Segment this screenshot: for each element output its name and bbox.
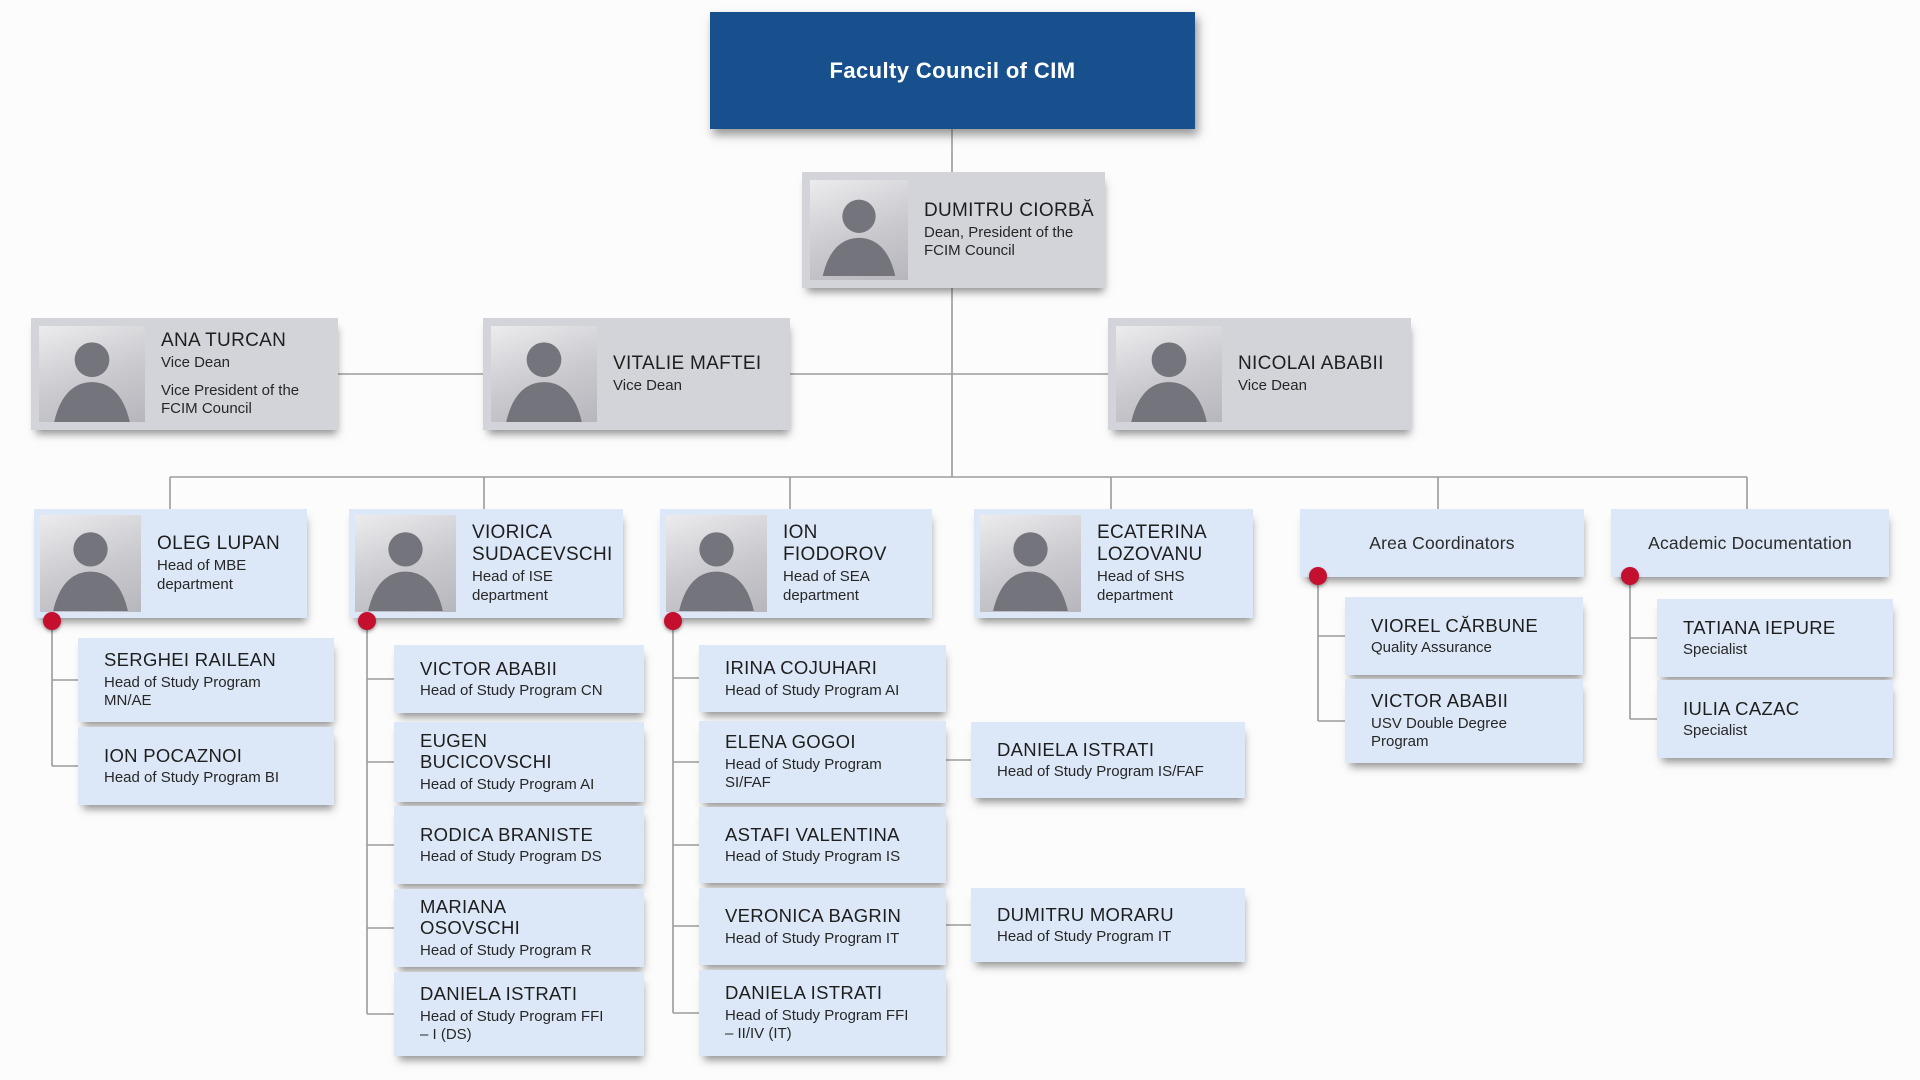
card-vice-dean-1: ANA TURCAN Vice Dean Vice President of t…: [31, 318, 338, 430]
connector-dot-mbe: [43, 612, 61, 630]
person-name: VIOREL CĂRBUNE: [1371, 614, 1538, 636]
card-member: DANIELA ISTRATI Head of Study Program IS…: [971, 722, 1245, 798]
faculty-council-title: Faculty Council of CIM: [829, 57, 1076, 83]
person-name: SERGHEI RAILEAN: [104, 649, 277, 671]
card-unit-area-coordinators: Area Coordinators: [1300, 509, 1584, 577]
person-name: ION POCAZNOI: [104, 744, 243, 766]
card-member: IULIA CAZAC Specialist: [1657, 680, 1893, 758]
card-unit-academic-documentation: Academic Documentation: [1611, 509, 1889, 577]
person-role-2: Vice President of the FCIM Council: [161, 381, 300, 418]
card-member: SERGHEI RAILEAN Head of Study Program MN…: [78, 638, 334, 722]
card-member: DUMITRU MORARU Head of Study Program IT: [971, 888, 1245, 962]
head-sea-portrait: [666, 515, 767, 612]
person-role: Head of Study Program AI: [725, 681, 900, 699]
card-member: EUGEN BUCICOVSCHI Head of Study Program …: [394, 722, 644, 802]
card-member: ELENA GOGOI Head of Study Program SI/FAF: [699, 721, 946, 803]
person-role: Head of Study Program BI: [104, 769, 280, 787]
vice-dean-3-portrait: [1116, 326, 1222, 422]
card-head-shs: ECATERINA LOZOVANU Head of SHS departmen…: [974, 509, 1253, 618]
card-head-sea: ION FIODOROV Head of SEA department: [660, 509, 932, 618]
person-role: Quality Assurance: [1371, 639, 1492, 657]
connector-dot-academic-documentation: [1621, 567, 1639, 585]
person-role: USV Double Degree Program: [1371, 714, 1507, 751]
person-name: DANIELA ISTRATI: [725, 982, 883, 1004]
card-member: VICTOR ABABII USV Double Degree Program: [1345, 679, 1583, 763]
connector-dot-area-coordinators: [1309, 567, 1327, 585]
person-role: Head of Study Program FFI – II/IV (IT): [725, 1006, 909, 1043]
person-role: Head of Study Program IT: [725, 929, 900, 947]
person-name: OLEG LUPAN: [157, 533, 281, 555]
person-name: ASTAFI VALENTINA: [725, 823, 900, 845]
card-dean: DUMITRU CIORBĂ Dean, President of the FC…: [802, 172, 1105, 288]
faculty-council-box: Faculty Council of CIM: [710, 12, 1195, 129]
card-head-mbe: OLEG LUPAN Head of MBE department: [34, 509, 307, 618]
person-role: Dean, President of the FCIM Council: [924, 223, 1074, 260]
person-role: Head of Study Program AI: [420, 775, 595, 793]
person-name: NICOLAI ABABII: [1238, 352, 1384, 374]
person-name: ELENA GOGOI: [725, 731, 856, 753]
vice-dean-1-portrait: [39, 326, 145, 422]
person-name: ION FIODOROV: [783, 522, 887, 566]
card-member: DANIELA ISTRATI Head of Study Program FF…: [394, 972, 644, 1056]
person-name: DUMITRU CIORBĂ: [924, 199, 1094, 221]
person-name: VERONICA BAGRIN: [725, 905, 902, 927]
person-role: Head of Study Program IS/FAF: [997, 763, 1204, 781]
card-member: ION POCAZNOI Head of Study Program BI: [78, 727, 334, 805]
person-name: RODICA BRANISTE: [420, 823, 594, 845]
person-name: MARIANA OSOVSCHI: [420, 895, 521, 939]
person-role: Head of ISE department: [472, 568, 553, 604]
person-name: VITALIE MAFTEI: [613, 352, 762, 374]
person-name: VICTOR ABABII: [420, 657, 558, 679]
person-role: Head of Study Program CN: [420, 682, 603, 700]
card-member: TATIANA IEPURE Specialist: [1657, 599, 1893, 677]
card-member: IRINA COJUHARI Head of Study Program AI: [699, 645, 946, 712]
card-vice-dean-2: VITALIE MAFTEI Vice Dean: [483, 318, 790, 430]
person-name: VIORICA SUDACEVSCHI: [472, 522, 613, 566]
card-member: DANIELA ISTRATI Head of Study Program FF…: [699, 970, 946, 1056]
card-member: VERONICA BAGRIN Head of Study Program IT: [699, 888, 946, 965]
card-member: VIOREL CĂRBUNE Quality Assurance: [1345, 597, 1583, 675]
person-role: Head of Study Program MN/AE: [104, 673, 261, 710]
vice-dean-2-portrait: [491, 326, 597, 422]
head-shs-portrait: [980, 515, 1081, 612]
person-name: IRINA COJUHARI: [725, 657, 878, 679]
person-name: IULIA CAZAC: [1683, 697, 1800, 719]
unit-title: Area Coordinators: [1369, 532, 1515, 553]
person-role: Head of Study Program IS: [725, 848, 901, 866]
person-role: Head of SHS department: [1097, 568, 1185, 604]
person-role: Vice Dean: [1238, 376, 1307, 394]
person-role: Head of MBE department: [157, 557, 247, 593]
head-ise-portrait: [355, 515, 456, 612]
person-role: Head of SEA department: [783, 568, 869, 604]
card-head-ise: VIORICA SUDACEVSCHI Head of ISE departme…: [349, 509, 623, 618]
person-name: VICTOR ABABII: [1371, 690, 1509, 712]
connector-dot-sea: [664, 612, 682, 630]
person-role: Specialist: [1683, 722, 1748, 740]
card-vice-dean-3: NICOLAI ABABII Vice Dean: [1108, 318, 1411, 430]
person-name: ANA TURCAN: [161, 329, 287, 351]
person-name: DANIELA ISTRATI: [997, 738, 1155, 760]
person-name: DUMITRU MORARU: [997, 903, 1174, 925]
card-member: ASTAFI VALENTINA Head of Study Program I…: [699, 807, 946, 883]
person-role: Vice Dean: [161, 353, 230, 371]
person-role: Head of Study Program DS: [420, 848, 602, 866]
person-role: Specialist: [1683, 641, 1748, 659]
person-role: Head of Study Program R: [420, 941, 592, 959]
person-name: TATIANA IEPURE: [1683, 616, 1836, 638]
person-role: Vice Dean: [613, 376, 682, 394]
dean-portrait: [810, 180, 908, 280]
unit-title: Academic Documentation: [1648, 532, 1852, 553]
card-member: MARIANA OSOVSCHI Head of Study Program R: [394, 889, 644, 967]
card-member: VICTOR ABABII Head of Study Program CN: [394, 645, 644, 713]
connector-dot-ise: [358, 612, 376, 630]
person-role: Head of Study Program FFI – I (DS): [420, 1007, 604, 1044]
head-mbe-portrait: [40, 515, 141, 612]
person-name: EUGEN BUCICOVSCHI: [420, 729, 552, 773]
person-name: ECATERINA LOZOVANU: [1097, 522, 1206, 566]
card-member: RODICA BRANISTE Head of Study Program DS: [394, 806, 644, 884]
person-role: Head of Study Program SI/FAF: [725, 755, 882, 792]
person-role: Head of Study Program IT: [997, 928, 1172, 946]
person-name: DANIELA ISTRATI: [420, 983, 578, 1005]
